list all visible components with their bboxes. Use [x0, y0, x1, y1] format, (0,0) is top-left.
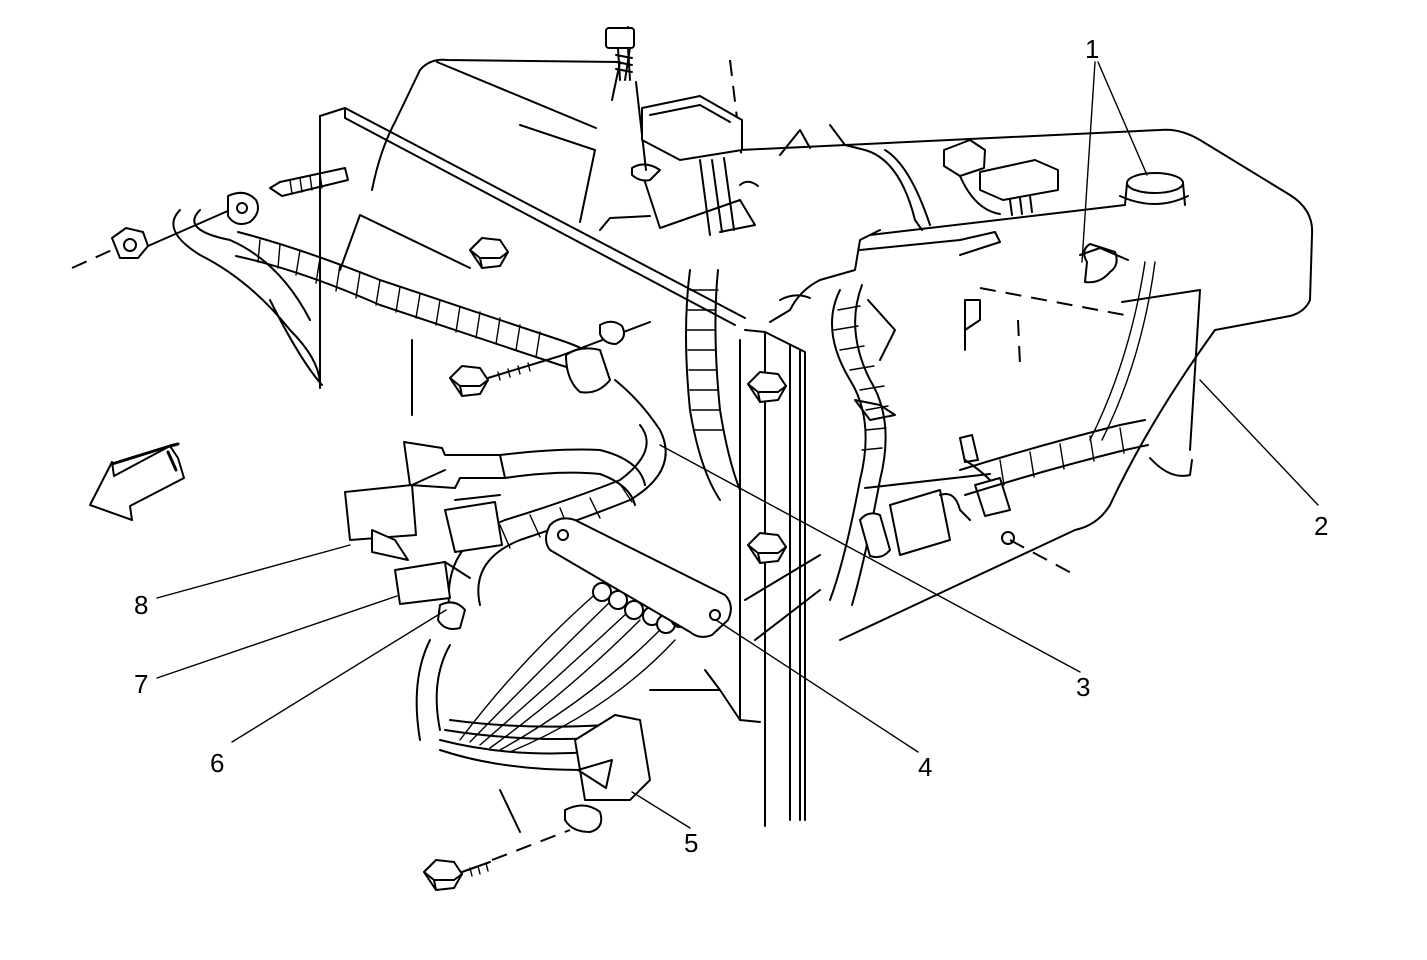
lower-bolt [423, 829, 571, 891]
upper-bracket [605, 26, 759, 236]
fan-wires [459, 589, 676, 753]
vertical-brace [739, 329, 821, 827]
stud-plate [545, 517, 732, 638]
panel-bolts [469, 237, 787, 564]
callout-1: 1 [1085, 34, 1099, 64]
upper-left-stud [71, 167, 349, 269]
right-clips [769, 229, 1076, 576]
callout-5: 5 [684, 828, 698, 858]
callout-7: 7 [134, 669, 148, 699]
tank-cover [739, 128, 1314, 641]
left-connectors [344, 441, 646, 630]
rear-housing [269, 58, 621, 386]
callout-labels: 1 2 3 4 5 6 7 8 [134, 34, 1328, 858]
callout-4: 4 [918, 752, 932, 782]
callout-6: 6 [210, 748, 224, 778]
center-bolt [449, 320, 651, 397]
front-arrow-icon [89, 442, 185, 521]
callout-8: 8 [134, 590, 148, 620]
lower-connector [499, 669, 741, 833]
callout-3: 3 [1076, 672, 1090, 702]
callout-leaders [156, 61, 1319, 829]
top-connectors [829, 124, 1059, 231]
callout-2: 2 [1314, 511, 1328, 541]
mounting-panel [319, 107, 746, 416]
